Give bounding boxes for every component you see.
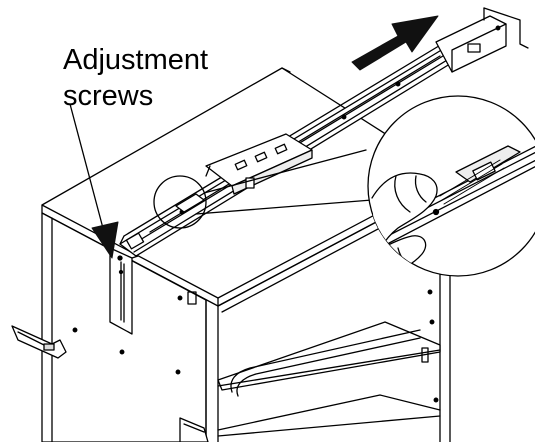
screw-hole-3 [119,349,125,355]
cabinet-shelf-lower [217,394,441,431]
drawer-slide [119,7,529,257]
arrow-up-right-icon [351,15,439,71]
magnified-detail [367,95,535,277]
detail-highlight-circle [153,175,207,229]
carriage-tab [205,165,211,177]
slide-front-end [125,232,145,250]
slide-lock-tab [175,193,205,213]
bottom-bracket [179,417,209,442]
cabinet-shelf-upper [217,321,441,391]
rail-screw-1 [341,114,347,120]
slide-rail-end [119,235,125,245]
screw-hole-4 [175,369,181,375]
rear-bracket-hole [495,25,501,31]
rear-bracket [483,7,529,49]
carriage-tab-2 [245,177,255,189]
adjustment-bracket [109,247,139,335]
hinge-detail-2 [421,347,429,363]
cabinet-handle-rod-2 [236,337,421,397]
screw-hole-7 [433,397,439,403]
cabinet-back-edge [281,67,291,73]
magnify-leader-bottom [195,199,373,215]
cabinet-shelf-lower-edge [217,415,441,437]
screw-hole-2 [72,327,78,333]
cabinet [41,67,451,442]
rail-screw-2 [395,81,401,87]
callout-line-1: Adjustment [63,44,209,76]
hinge-detail-1 [187,291,197,305]
screw-hole-1 [177,295,183,301]
carriage-slot-3 [274,143,288,155]
adjustment-screws-label: Adjustment screws [63,42,208,114]
callout-line-2: screws [63,80,154,112]
callout-leader-line [69,103,105,233]
cabinet-handle-rod [230,329,421,393]
magnify-leader-top [203,149,367,194]
arrow-down-icon [91,221,119,259]
screw-hole-5 [427,289,433,295]
side-bracket [11,325,67,359]
slide-rear-block-edge [451,23,507,73]
screw-hole-6 [429,319,435,325]
cabinet-shelf-upper-edge [217,349,441,387]
slide-rear-clip [467,43,481,53]
carriage-slot-1 [234,159,248,171]
carriage-slot-2 [254,151,268,163]
